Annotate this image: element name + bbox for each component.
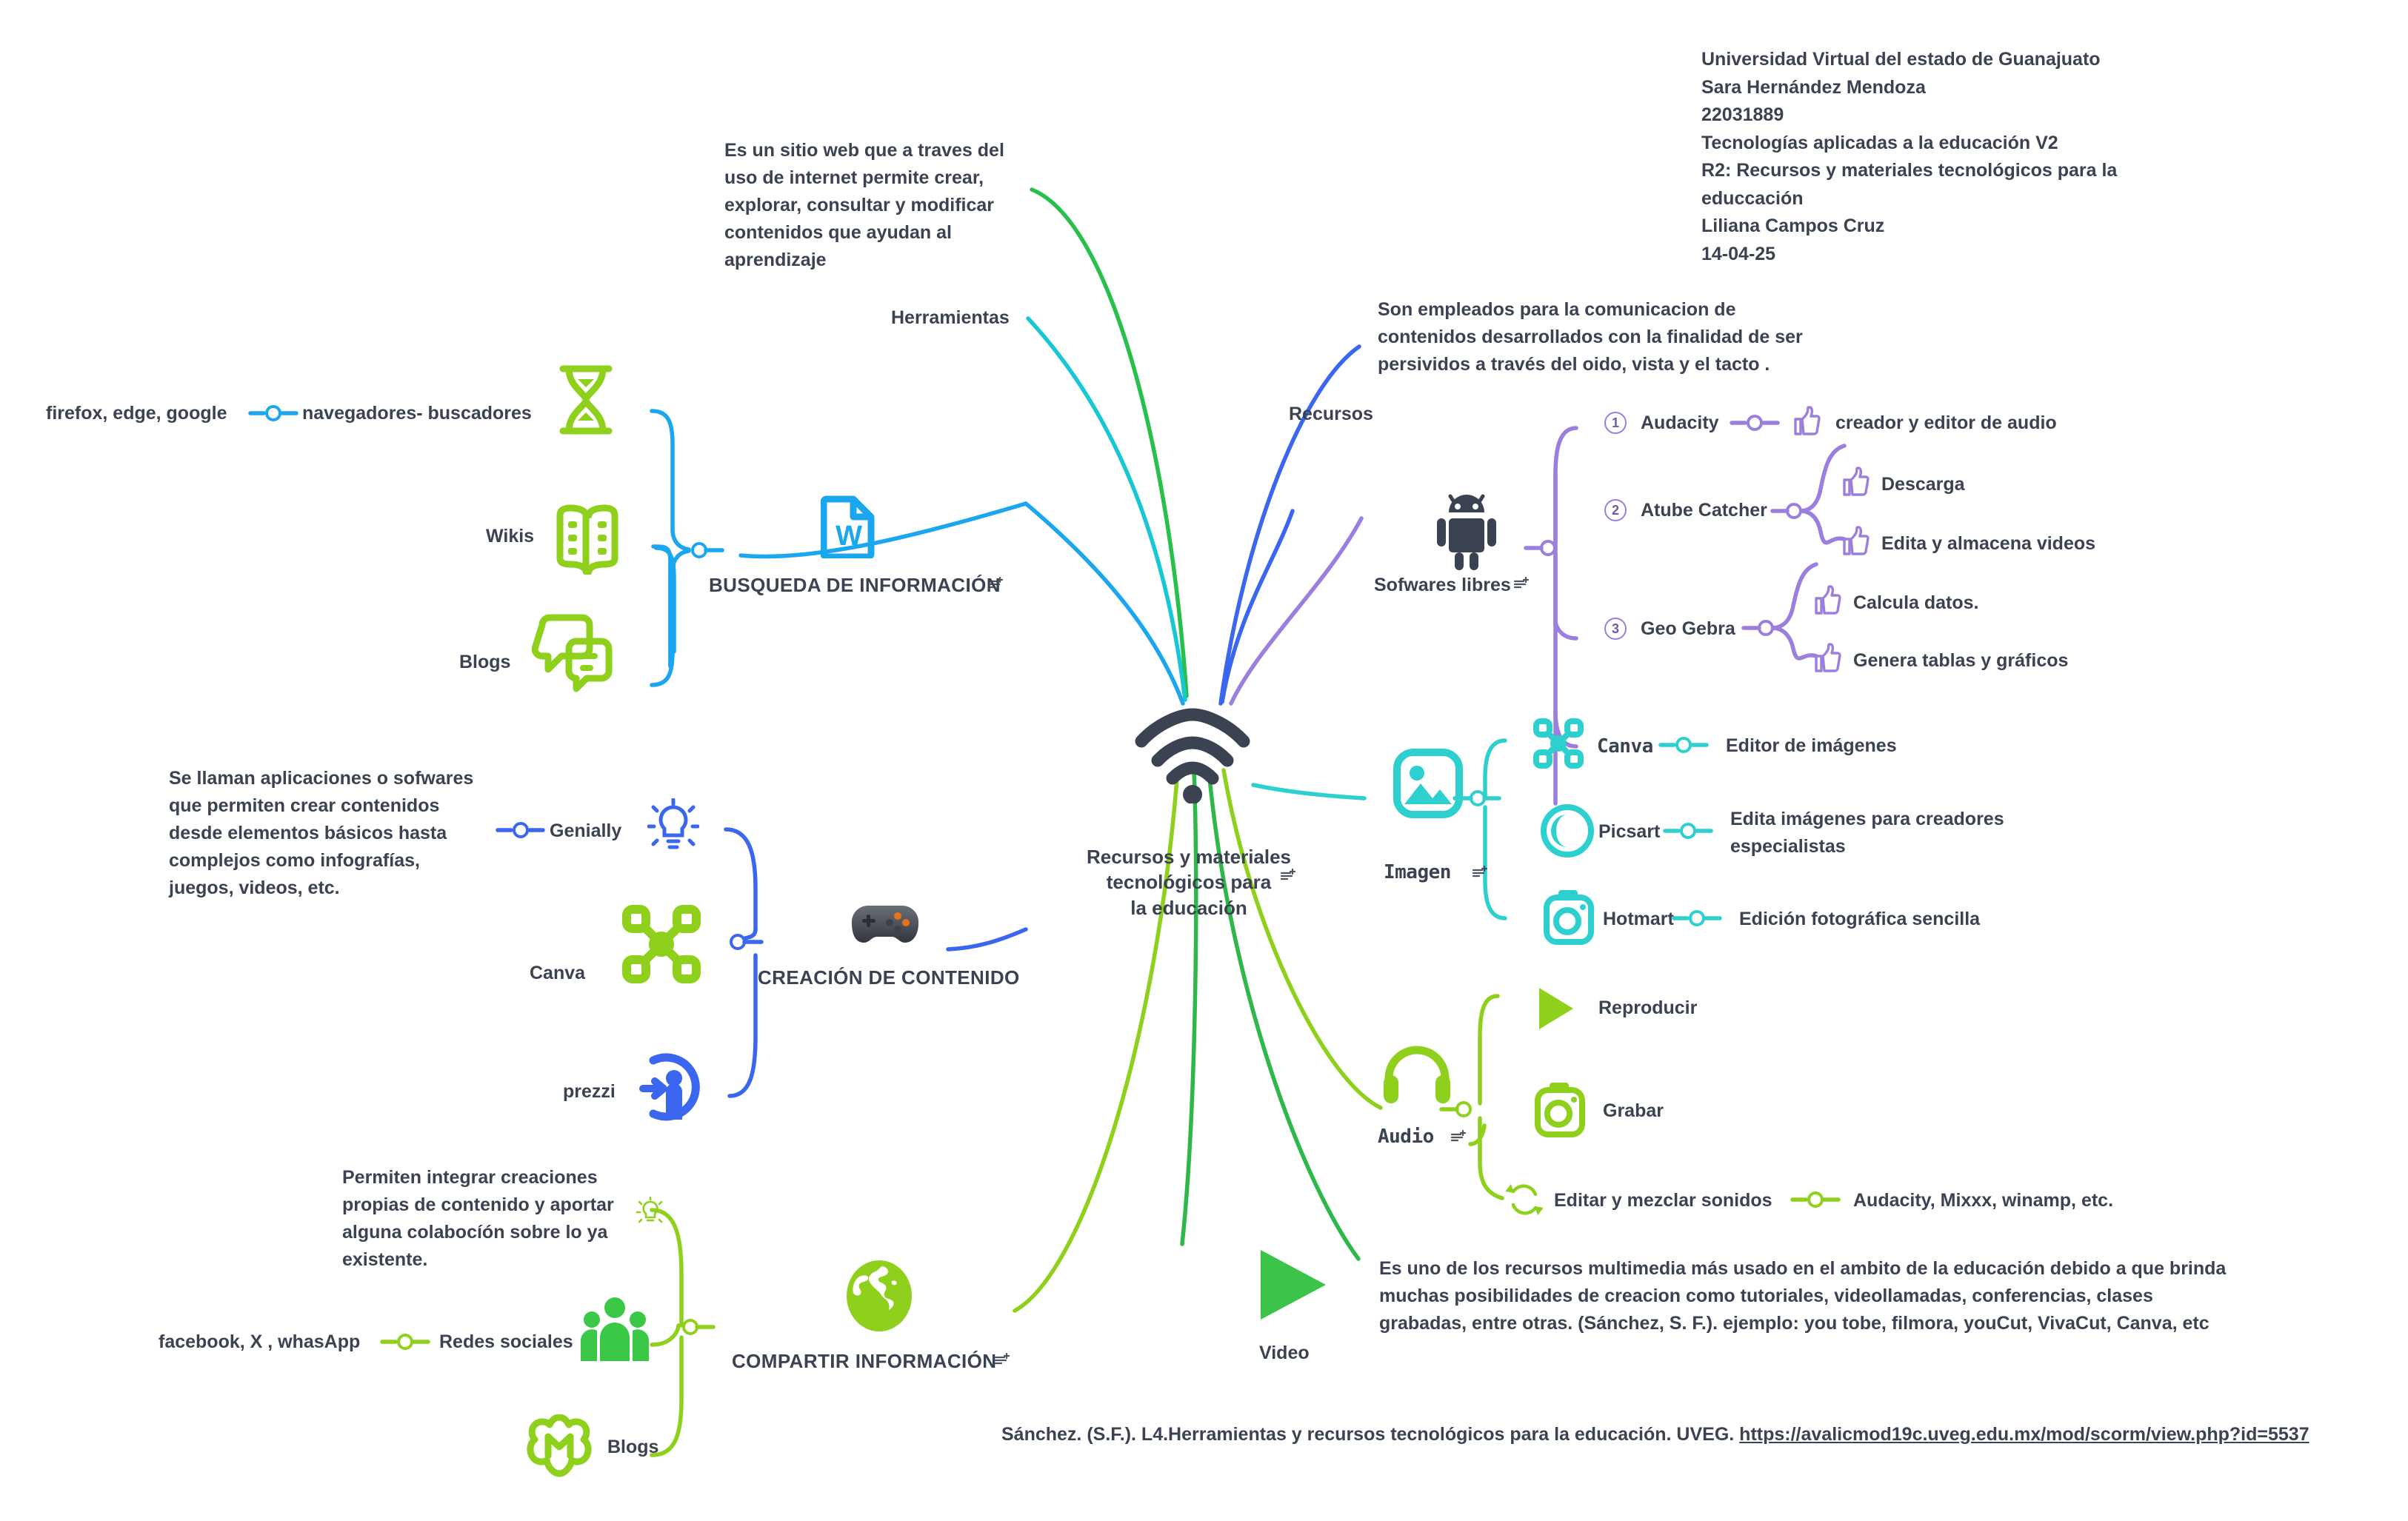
audio-label[interactable]: Audio bbox=[1378, 1126, 1434, 1148]
game-controller-icon bbox=[850, 900, 920, 951]
atube-descarga-label: Descarga bbox=[1881, 474, 1965, 495]
picture-icon bbox=[1393, 748, 1464, 823]
imagen-label[interactable]: Imagen bbox=[1384, 861, 1451, 883]
software-number-1: 1 bbox=[1604, 412, 1627, 434]
m-cloud-icon bbox=[526, 1414, 593, 1485]
chat-bubbles-icon bbox=[531, 613, 613, 697]
canva-imagen-detail: Editor de imágenes bbox=[1726, 735, 1897, 756]
central-node-label: Recursos y materiales tecnológicos para … bbox=[1086, 846, 1292, 919]
play-triangle-icon bbox=[1252, 1244, 1332, 1329]
prezzi-label[interactable]: prezzi bbox=[563, 1081, 616, 1102]
reproducir-label[interactable]: Reproducir bbox=[1598, 997, 1698, 1018]
picsart-label[interactable]: Picsart bbox=[1598, 821, 1661, 842]
navegadores-buscadores-label[interactable]: navegadores- buscadores bbox=[302, 403, 532, 424]
herramientas-label: Herramientas bbox=[891, 307, 1010, 328]
camera-icon bbox=[1542, 889, 1595, 950]
sofwares-libres-label[interactable]: Sofwares libres bbox=[1374, 575, 1511, 595]
note-marker-icon bbox=[1513, 576, 1530, 592]
android-robot-icon bbox=[1431, 489, 1502, 575]
open-book-icon bbox=[554, 504, 621, 578]
thumbs-up-icon bbox=[1813, 585, 1841, 618]
play-triangle-icon bbox=[1533, 985, 1578, 1036]
camera-record-icon bbox=[1533, 1081, 1587, 1143]
software-number-2: 2 bbox=[1604, 499, 1627, 521]
geogebra-calcula-label: Calcula datos. bbox=[1853, 592, 1979, 613]
genially-label[interactable]: Genially bbox=[550, 820, 622, 841]
herramientas-note: Es un sitio web que a traves del uso de … bbox=[724, 140, 1004, 270]
editar-mezclar-sonidos-label[interactable]: Editar y mezclar sonidos bbox=[1554, 1190, 1772, 1211]
busqueda-de-informacion-label[interactable]: BUSQUEDA DE INFORMACIÓN bbox=[709, 574, 1001, 596]
grabar-label[interactable]: Grabar bbox=[1603, 1100, 1664, 1121]
creacion-note: Se llaman aplicaciones o sofwares que pe… bbox=[169, 768, 474, 898]
people-group-icon bbox=[579, 1296, 650, 1366]
compartir-informacion-label[interactable]: COMPARTIR INFORMACIÓN bbox=[732, 1350, 997, 1372]
thumbs-up-icon bbox=[1841, 526, 1870, 559]
note-marker-icon bbox=[987, 576, 1004, 592]
refresh-cycle-icon bbox=[1505, 1181, 1544, 1222]
recursos-label: Recursos bbox=[1289, 404, 1373, 424]
thumbs-up-icon bbox=[1792, 406, 1821, 439]
creacion-de-contenido-label[interactable]: CREACIÓN DE CONTENIDO bbox=[758, 966, 1020, 989]
compartir-note: Permiten integrar creaciones propias de … bbox=[342, 1167, 614, 1270]
wikis-label[interactable]: Wikis bbox=[486, 526, 535, 546]
small-lightbulb-icon bbox=[636, 1196, 665, 1232]
word-document-icon: W bbox=[820, 495, 877, 562]
redes-sociales-label[interactable]: Redes sociales bbox=[439, 1331, 573, 1352]
atube-catcher-label[interactable]: Atube Catcher bbox=[1641, 500, 1767, 521]
globe-icon bbox=[844, 1259, 914, 1337]
hotmart-detail: Edición fotográfica sencilla bbox=[1739, 909, 1981, 929]
geogebra-genera-label: Genera tablas y gráficos bbox=[1853, 650, 2069, 671]
person-arrow-icon bbox=[638, 1050, 705, 1128]
canva-creacion-label[interactable]: Canva bbox=[530, 963, 586, 983]
editar-mezclar-sonidos-detail: Audacity, Mixxx, winamp, etc. bbox=[1853, 1190, 2114, 1211]
audacity-detail: creador y editor de audio bbox=[1835, 412, 2057, 433]
thumbs-up-icon bbox=[1813, 643, 1841, 676]
citation: Sánchez. (S.F.). L4.Herramientas y recur… bbox=[1001, 1424, 2309, 1445]
software-number-3: 3 bbox=[1604, 618, 1627, 640]
redes-sociales-detail: facebook, X , whasApp bbox=[159, 1331, 361, 1352]
hotmart-label[interactable]: Hotmart bbox=[1603, 909, 1674, 929]
blogs-compartir-label[interactable]: Blogs bbox=[607, 1437, 659, 1457]
note-marker-icon bbox=[1280, 868, 1296, 884]
recursos-note: Son empleados para la comunicacion de co… bbox=[1378, 299, 1803, 375]
headphones-icon bbox=[1381, 1043, 1453, 1110]
lightbulb-icon bbox=[647, 798, 700, 860]
geo-gebra-label[interactable]: Geo Gebra bbox=[1641, 618, 1735, 639]
blogs-label[interactable]: Blogs bbox=[459, 652, 511, 672]
video-label[interactable]: Video bbox=[1259, 1343, 1310, 1363]
citation-url[interactable]: https://avalicmod19c.uveg.edu.mx/mod/sco… bbox=[1739, 1424, 2309, 1445]
drone-icon bbox=[1532, 717, 1585, 774]
drone-icon bbox=[621, 903, 702, 989]
note-marker-icon bbox=[1472, 865, 1488, 881]
audacity-label[interactable]: Audacity bbox=[1641, 412, 1719, 433]
navegadores-buscadores-detail: firefox, edge, google bbox=[46, 403, 227, 424]
hourglass-icon bbox=[556, 363, 616, 441]
canva-imagen-label[interactable]: Canva bbox=[1597, 735, 1653, 758]
thumbs-up-icon bbox=[1841, 467, 1870, 500]
video-note: Es uno de los recursos multimedia más us… bbox=[1379, 1258, 2227, 1334]
wifi-icon bbox=[1130, 707, 1255, 807]
atube-edita-label: Edita y almacena videos bbox=[1881, 533, 2096, 554]
document-header: Universidad Virtual del estado de Guanaj… bbox=[1701, 49, 2118, 264]
note-marker-icon bbox=[994, 1352, 1010, 1368]
note-marker-icon bbox=[1450, 1129, 1467, 1146]
eye-circle-icon bbox=[1539, 803, 1595, 863]
citation-text: Sánchez. (S.F.). L4.Herramientas y recur… bbox=[1001, 1424, 1740, 1445]
svg-text:W: W bbox=[836, 521, 862, 552]
picsart-detail: Edita imágenes para creadores especialis… bbox=[1730, 809, 2004, 857]
